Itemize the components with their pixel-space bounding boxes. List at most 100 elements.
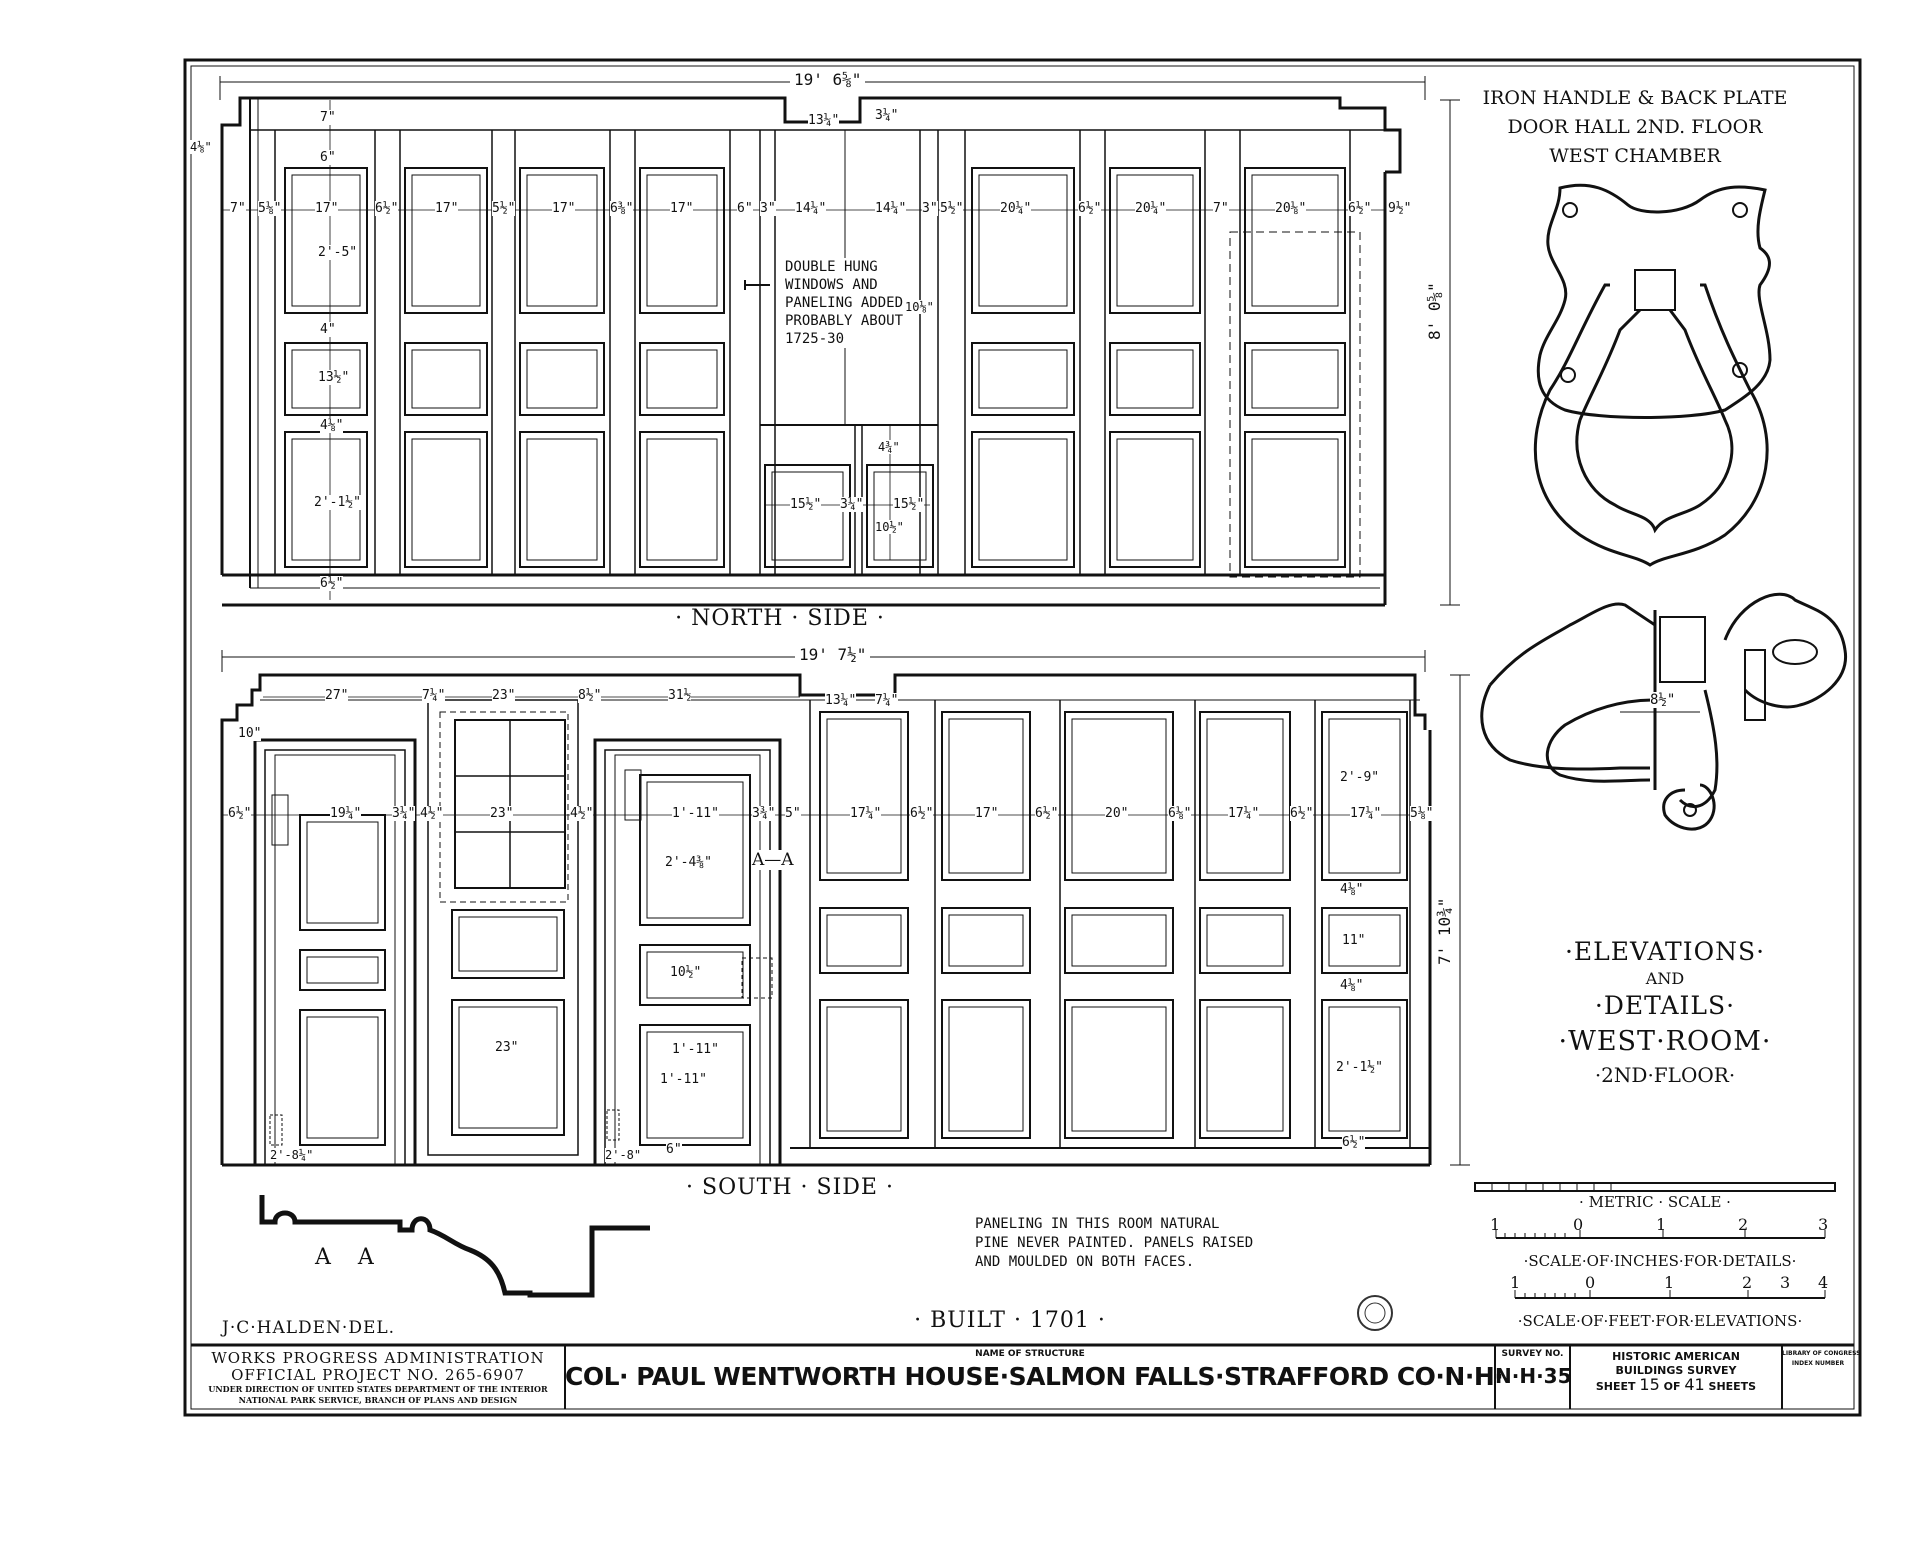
- feet-scale-label: ·SCALE·OF·FEET·FOR·ELEVATIONS·: [1517, 1312, 1803, 1330]
- scale-bars: [1474, 1182, 1836, 1299]
- dim-label: 10⅛": [905, 300, 934, 314]
- dim-label: 20¼": [1000, 201, 1032, 216]
- sheet-count: SHEET 15 OF 41 SHEETS: [1570, 1375, 1782, 1394]
- note-line: DOUBLE HUNG: [785, 259, 878, 275]
- dim-label: 2'-1½": [1336, 1060, 1383, 1075]
- dim-label: 1'-11": [672, 806, 719, 821]
- south-side-elevation: [220, 650, 1470, 1167]
- survey-caption: SURVEY NO.: [1501, 1349, 1564, 1359]
- sheet-border: [183, 58, 1862, 1417]
- paneling-note: PANELING IN THIS ROOM NATURAL PINE NEVER…: [975, 1215, 1253, 1272]
- dim-label: 13½": [318, 370, 350, 385]
- dim-label: 7": [230, 201, 246, 216]
- dim-label: 7¼": [875, 693, 899, 708]
- wpa-line: UNDER DIRECTION OF UNITED STATES DEPARTM…: [208, 1384, 548, 1394]
- dim-label: 23": [492, 688, 516, 703]
- scale-number: 1: [1664, 1273, 1675, 1292]
- structure-name: COL· PAUL WENTWORTH HOUSE·SALMON FALLS·S…: [565, 1362, 1504, 1391]
- paneling-note-line: PINE NEVER PAINTED. PANELS RAISED: [975, 1235, 1254, 1251]
- sheet-word: SHEET: [1595, 1380, 1636, 1393]
- handle-title-line: DOOR HALL 2ND. FLOOR: [1507, 116, 1763, 138]
- dim-label: 31½: [668, 688, 692, 703]
- dim-label: 6": [737, 201, 753, 216]
- sheet-total: 41: [1684, 1375, 1705, 1394]
- survey-number: N·H·35: [1495, 1364, 1572, 1388]
- dim-label: 4⅛": [1340, 882, 1364, 897]
- sheet-title-line: ·DETAILS·: [1594, 991, 1736, 1020]
- dim-label: 8½": [578, 688, 602, 703]
- south-height-dim: 7' 10¾": [1435, 897, 1454, 965]
- dim-label: 2'-9": [1340, 770, 1380, 785]
- metric-scale-label: · METRIC · SCALE ·: [1579, 1193, 1731, 1211]
- sheet-title-line: ·WEST·ROOM·: [1558, 1026, 1772, 1057]
- dim-label: 6½": [1342, 1135, 1366, 1150]
- dim-label: 4⅛": [320, 418, 344, 433]
- wpa-line: NATIONAL PARK SERVICE, BRANCH OF PLANS A…: [238, 1395, 518, 1405]
- dim-label: 17¼": [1228, 806, 1260, 821]
- dim-label: 6½": [1290, 806, 1314, 821]
- built-date: · BUILT · 1701 ·: [914, 1308, 1106, 1333]
- sheet-title-line: ·ELEVATIONS·: [1564, 937, 1766, 966]
- north-height-dim: 8' 0⅝": [1425, 282, 1444, 340]
- dim-label: 2'-1½": [314, 495, 361, 510]
- sheets-word: SHEETS: [1708, 1380, 1757, 1393]
- dim-label: 27": [325, 688, 349, 703]
- wpa-line: WORKS PROGRESS ADMINISTRATION: [211, 1349, 545, 1367]
- dim-label: 6½": [375, 201, 399, 216]
- dim-label: 13¼": [808, 113, 840, 128]
- dim-label: 3¾": [752, 806, 776, 821]
- loc-line: INDEX NUMBER: [1791, 1360, 1845, 1367]
- inches-scale-label: ·SCALE·OF·INCHES·FOR·DETAILS·: [1523, 1252, 1797, 1270]
- sheet-number: 15: [1639, 1375, 1660, 1394]
- dim-label: 6½": [1035, 806, 1059, 821]
- dim-label: 10½": [875, 520, 904, 534]
- dim-label: 5½": [492, 201, 516, 216]
- dim-label: 5⅛": [258, 201, 282, 216]
- dim-label: 2'-5": [318, 245, 358, 260]
- north-window-note: DOUBLE HUNG WINDOWS AND PANELING ADDED P…: [785, 258, 904, 348]
- dim-label: 6½": [320, 576, 344, 591]
- note-line: 1725-30: [785, 331, 845, 347]
- scale-number: 3: [1818, 1215, 1829, 1234]
- dim-label: 4½": [570, 806, 594, 821]
- dim-label: 17": [315, 201, 339, 216]
- dim-label: 15½": [893, 497, 925, 512]
- scale-number: 1: [1490, 1215, 1501, 1234]
- handle-detail-title: IRON HANDLE & BACK PLATE DOOR HALL 2ND. …: [1470, 84, 1800, 171]
- loc-block: LIBRARY OF CONGRESS INDEX NUMBER: [1782, 1349, 1860, 1369]
- dim-label: 2'-8": [605, 1148, 642, 1162]
- scale-number: 0: [1573, 1215, 1584, 1234]
- dim-label: 7": [320, 110, 336, 125]
- paneling-note-line: PANELING IN THIS ROOM NATURAL: [975, 1216, 1220, 1232]
- library-seal-stamp: [1357, 1295, 1393, 1331]
- dim-label: 6⅜": [610, 201, 634, 216]
- dim-label: 4⅛": [190, 140, 212, 154]
- dim-label: 20": [1105, 806, 1129, 821]
- dim-label: 10½": [670, 965, 702, 980]
- dim-label: 5⅛": [1410, 806, 1434, 821]
- dim-label: 6": [320, 150, 336, 165]
- dim-label: 4½": [420, 806, 444, 821]
- north-overall-width: 19' 6⅝": [790, 70, 866, 89]
- dim-label: 4¾": [878, 440, 900, 454]
- dim-label: 9½": [1388, 201, 1412, 216]
- dim-label: 15½": [790, 497, 822, 512]
- title-block: [191, 1343, 1854, 1409]
- dim-label: 3¼": [392, 806, 416, 821]
- dim-label: 17": [552, 201, 576, 216]
- dim-label: 13¼": [825, 693, 857, 708]
- dim-label: 11": [1342, 933, 1366, 948]
- note-line: PANELING ADDED: [785, 295, 904, 311]
- dim-label: 3¼": [875, 108, 899, 123]
- dim-label: 14¼": [875, 201, 907, 216]
- dim-label: 23": [490, 806, 514, 821]
- dim-label: 5½": [940, 201, 964, 216]
- dim-label: 17": [670, 201, 694, 216]
- of-word: OF: [1663, 1380, 1681, 1393]
- dim-label: 5": [785, 806, 801, 821]
- habs-line: HISTORIC AMERICAN: [1612, 1350, 1740, 1363]
- south-side-label: · SOUTH · SIDE ·: [686, 1175, 894, 1200]
- dim-label: 17¼": [850, 806, 882, 821]
- sheet-title-line: AND: [1645, 969, 1685, 988]
- dim-label: 1'-11": [660, 1072, 707, 1087]
